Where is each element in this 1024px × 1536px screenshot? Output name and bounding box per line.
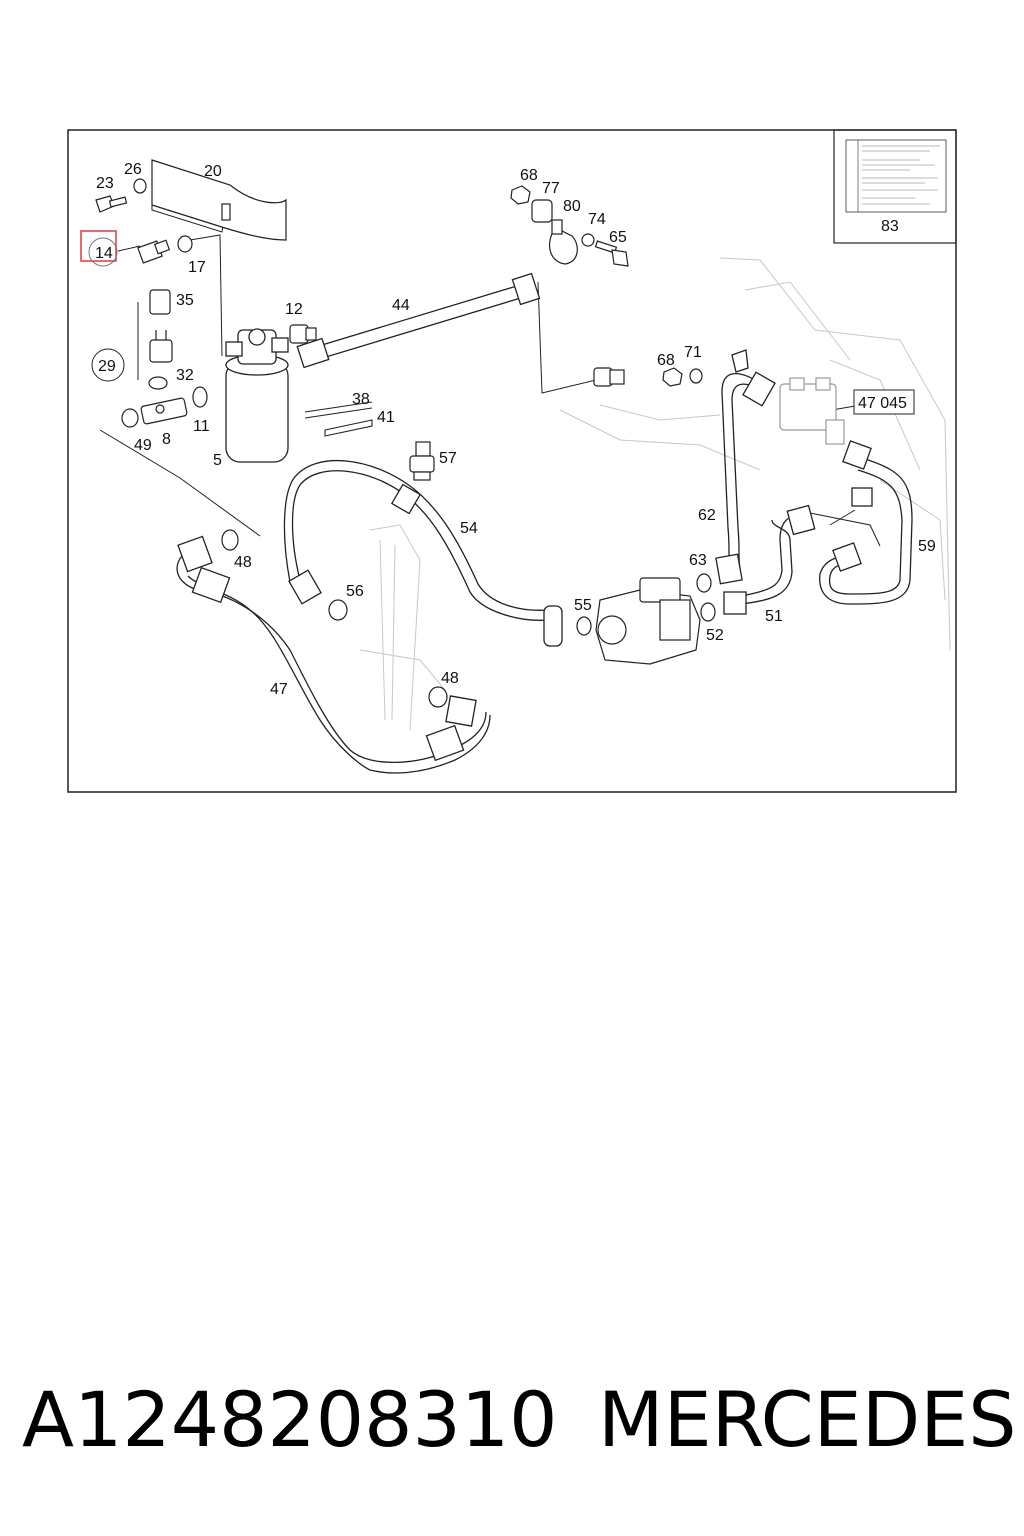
pipe-59 bbox=[819, 440, 913, 605]
washer-71 bbox=[689, 368, 703, 384]
label-11: 11 bbox=[193, 418, 210, 435]
hose-47 bbox=[176, 535, 491, 774]
diagram-frame bbox=[67, 129, 957, 793]
label-80: 80 bbox=[563, 198, 581, 215]
washer-26 bbox=[133, 178, 147, 194]
seal-ring-48-top bbox=[221, 529, 239, 551]
callout-circle-29 bbox=[91, 348, 125, 382]
part-labels: 20 23 26 14 17 35 29 32 11 49 8 5 12 44 … bbox=[95, 161, 936, 698]
label-35: 35 bbox=[176, 292, 194, 309]
brand-name: MERCEDES bbox=[598, 1375, 1017, 1464]
seal-ring-48-bottom bbox=[428, 686, 448, 708]
valve-57 bbox=[409, 441, 435, 481]
label-62: 62 bbox=[698, 507, 716, 524]
parts-diagram: 20 23 26 14 17 35 29 32 11 49 8 5 12 44 … bbox=[67, 129, 957, 793]
label-68-right: 68 bbox=[657, 352, 675, 369]
seal-ring-17 bbox=[177, 235, 193, 253]
adapter-8 bbox=[140, 397, 188, 425]
label-56: 56 bbox=[346, 583, 364, 600]
pipe-51 bbox=[723, 504, 816, 615]
washer-74 bbox=[581, 233, 595, 247]
seal-ring-49 bbox=[121, 408, 139, 428]
label-51: 51 bbox=[765, 608, 783, 625]
seal-ring-56 bbox=[328, 599, 348, 621]
nut-68-right bbox=[662, 367, 683, 387]
shim-38-41 bbox=[304, 401, 373, 437]
label-71: 71 bbox=[684, 344, 702, 361]
label-52: 52 bbox=[706, 627, 724, 644]
label-65: 65 bbox=[609, 229, 627, 246]
label-14: 14 bbox=[95, 245, 113, 262]
label-20: 20 bbox=[204, 163, 222, 180]
cap-35 bbox=[149, 289, 171, 315]
label-54: 54 bbox=[460, 520, 478, 537]
pressure-switch-14 bbox=[137, 239, 171, 264]
seal-ring-63 bbox=[696, 573, 712, 593]
seal-ring-32 bbox=[148, 376, 168, 390]
label-23: 23 bbox=[96, 175, 114, 192]
label-32: 32 bbox=[176, 367, 194, 384]
label-77: 77 bbox=[542, 180, 560, 197]
body-structure-outline bbox=[359, 257, 951, 731]
label-44: 44 bbox=[392, 297, 410, 314]
hose-54 bbox=[283, 459, 563, 647]
pipe-62 bbox=[715, 349, 776, 585]
fitting-12 bbox=[289, 324, 317, 344]
label-5: 5 bbox=[213, 452, 222, 469]
pipe-44 bbox=[296, 272, 541, 369]
clip-80 bbox=[548, 219, 578, 265]
label-17: 17 bbox=[188, 259, 206, 276]
label-12: 12 bbox=[285, 301, 303, 318]
label-47045: 47 045 bbox=[858, 395, 907, 412]
label-83: 83 bbox=[881, 218, 899, 235]
part-number: A1248208310 bbox=[22, 1375, 558, 1464]
label-59: 59 bbox=[918, 538, 936, 555]
label-8: 8 bbox=[162, 431, 171, 448]
receiver-drier bbox=[225, 328, 289, 463]
sleeve-77 bbox=[531, 199, 553, 223]
label-48-bottom: 48 bbox=[441, 670, 459, 687]
label-48-top: 48 bbox=[234, 554, 252, 571]
label-29: 29 bbox=[98, 358, 116, 375]
label-box-47045 bbox=[853, 389, 915, 415]
label-57: 57 bbox=[439, 450, 457, 467]
bracket-20 bbox=[151, 159, 287, 241]
label-38: 38 bbox=[352, 391, 370, 408]
label-74: 74 bbox=[588, 211, 606, 228]
refrigerant-info-label bbox=[833, 129, 957, 244]
fitting-mid bbox=[593, 367, 625, 387]
label-47: 47 bbox=[270, 681, 288, 698]
label-41: 41 bbox=[377, 409, 395, 426]
part-caption: A1248208310 MERCEDES bbox=[0, 1370, 1024, 1470]
label-55: 55 bbox=[574, 597, 592, 614]
switch-29 bbox=[149, 330, 173, 363]
label-49: 49 bbox=[134, 437, 152, 454]
label-26: 26 bbox=[124, 161, 142, 178]
seal-ring-55 bbox=[576, 616, 592, 636]
label-63: 63 bbox=[689, 552, 707, 569]
seal-ring-11 bbox=[192, 386, 208, 408]
expansion-valve bbox=[779, 377, 845, 445]
callout-circle-14 bbox=[88, 237, 118, 267]
label-68-top: 68 bbox=[520, 167, 538, 184]
compressor bbox=[595, 577, 701, 665]
nut-68-top bbox=[510, 185, 531, 205]
bolt-23 bbox=[95, 195, 128, 213]
bolt-65 bbox=[594, 240, 629, 267]
seal-ring-52 bbox=[700, 602, 716, 622]
